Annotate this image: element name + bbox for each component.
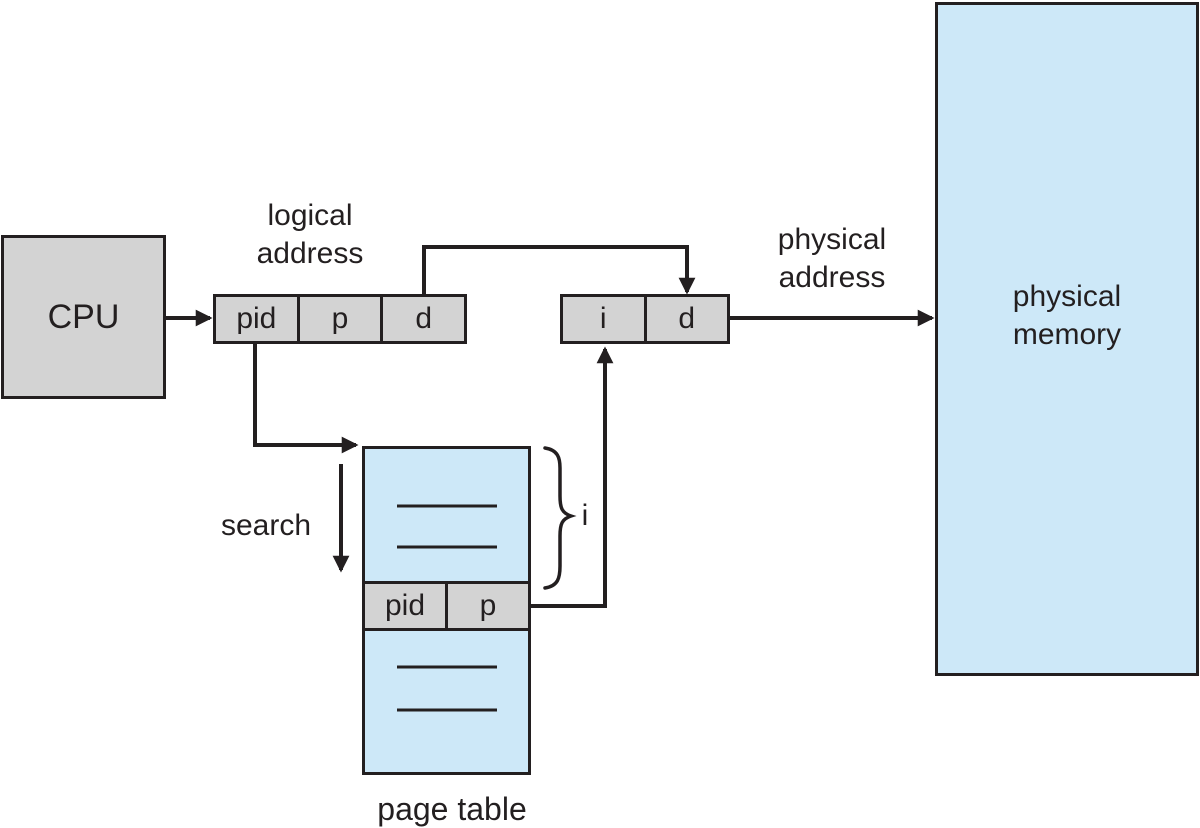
logical-address-caption-line1: logical	[267, 199, 353, 232]
physical-address-register: i d	[560, 294, 730, 344]
page-table-match-row: pid p	[362, 581, 531, 631]
physical-field-d: d	[643, 297, 728, 341]
index-label: i	[581, 499, 589, 532]
logical-field-d: d	[380, 297, 464, 341]
logical-address-caption-line2: address	[256, 237, 364, 270]
logical-field-p: p	[296, 297, 381, 341]
physical-memory-label-line2: memory	[1012, 318, 1122, 351]
logical-address-caption: logical address	[210, 197, 410, 273]
match-field-p: p	[445, 584, 528, 628]
physical-address-caption-line2: address	[778, 261, 886, 294]
logical-field-pid: pid	[236, 302, 277, 335]
pid-to-page-table-arrow	[253, 344, 359, 454]
physical-field-i: i	[599, 302, 607, 335]
physical-address-caption-line1: physical	[777, 223, 887, 256]
match-to-i-arrow	[531, 346, 614, 608]
physical-memory-box: physical memory	[935, 2, 1199, 676]
cpu-label: CPU	[47, 297, 120, 336]
search-label: search	[220, 509, 312, 542]
physical-memory-label-line1: physical	[1012, 280, 1122, 313]
index-brace	[543, 446, 577, 590]
d-to-d-elbow-arrow	[422, 245, 696, 295]
page-table-caption: page table	[377, 791, 527, 827]
logical-address-register: pid p d	[213, 294, 467, 344]
physical-memory-label: physical memory	[938, 278, 1196, 354]
physical-address-caption: physical address	[732, 221, 932, 297]
match-field-pid: pid	[384, 589, 426, 622]
cpu-box: CPU	[1, 235, 166, 399]
